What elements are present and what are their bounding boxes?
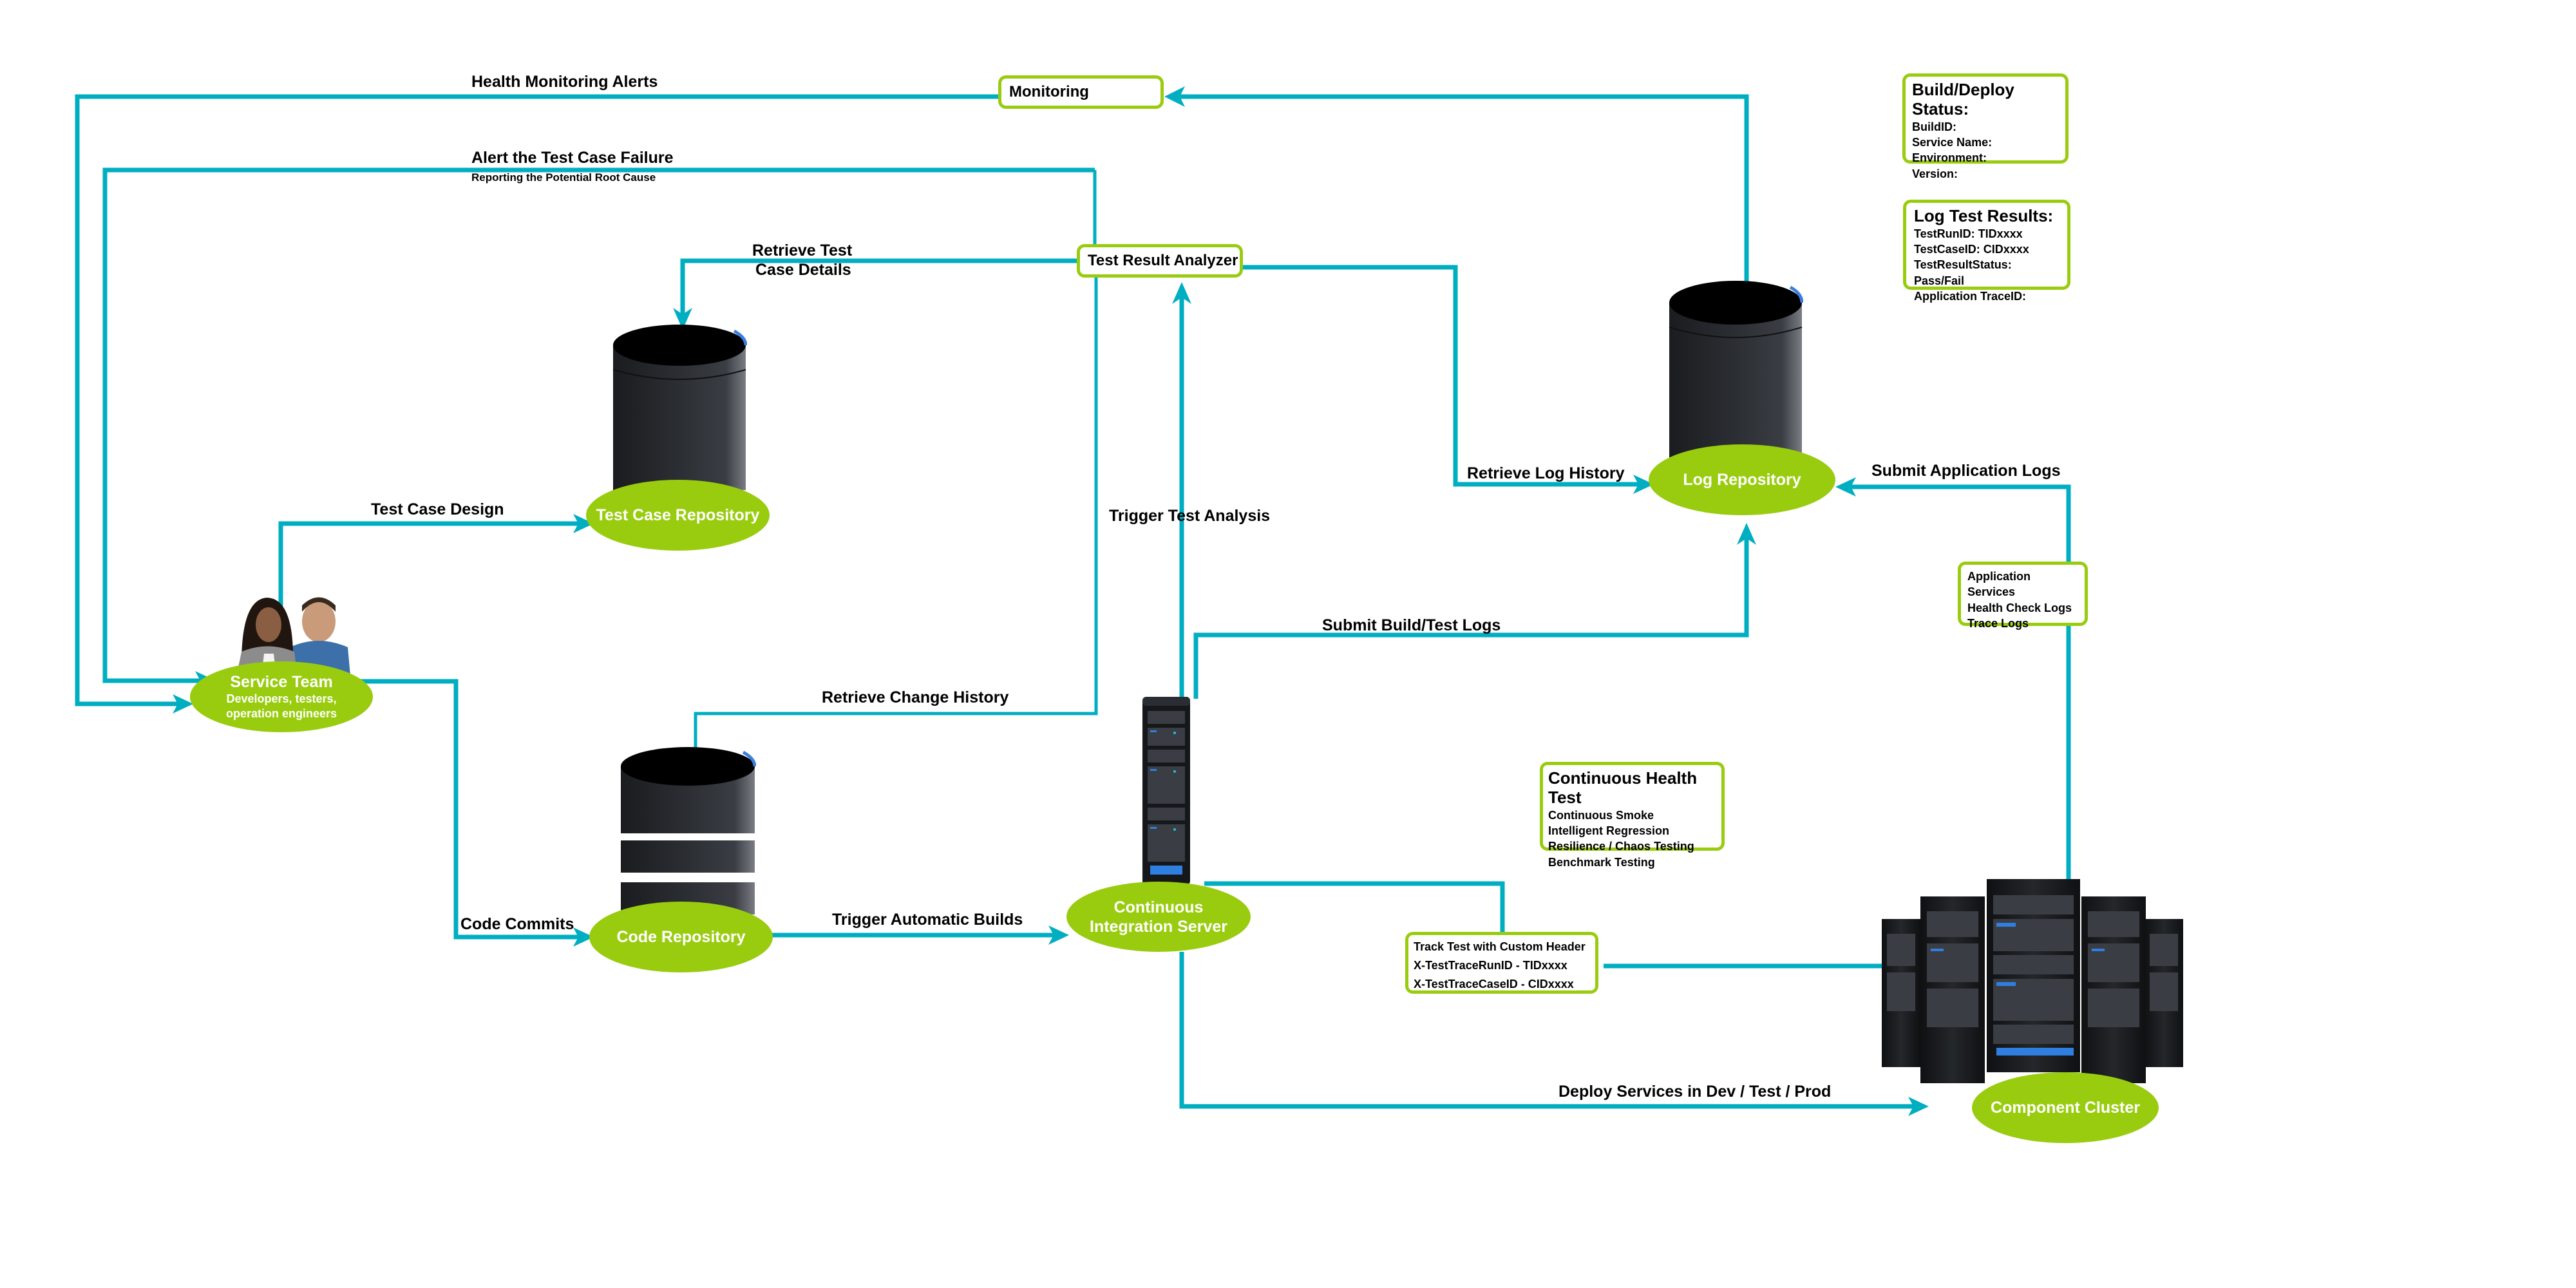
test-result-analyzer-node[interactable]: Test Result Analyzer <box>1077 244 1243 278</box>
arrowhead-monitoring <box>1164 86 1185 107</box>
label-retrieve-test-case-details-1: Retrieve Test <box>752 242 853 260</box>
build-deploy-line: BuildID: <box>1912 120 1956 133</box>
code-repository-title: Code Repository <box>616 928 746 946</box>
arrowhead-code-commits <box>573 927 594 947</box>
log-repository-title: Log Repository <box>1683 471 1801 489</box>
log-test-results-title: Log Test Results: <box>1914 206 2054 225</box>
edge-retrieve-change-history <box>694 277 1098 753</box>
build-deploy-line: Version: <box>1912 167 1958 180</box>
service-team-title: Service Team <box>230 672 333 691</box>
service-team-subtitle-1: Developers, testers, <box>226 692 337 705</box>
track-test-header-line: X-TestTraceCaseID - CIDxxxx <box>1414 977 1574 990</box>
component-cluster-title: Component Cluster <box>1991 1099 2140 1117</box>
arrowhead-health-alerts <box>173 694 193 714</box>
edge-health-monitoring-alerts <box>75 94 998 706</box>
track-test-header-line: X-TestTraceRunID - TIDxxxx <box>1414 958 1567 972</box>
application-logs-panel: Application Services Health Check Logs T… <box>1958 562 2088 630</box>
label-submit-build-test-logs: Submit Build/Test Logs <box>1322 616 1501 634</box>
arrowhead-trigger-analysis <box>1172 282 1191 304</box>
continuous-health-test-line: Benchmark Testing <box>1548 855 1655 869</box>
service-team-subtitle-2: operation engineers <box>225 707 337 720</box>
label-reporting-root-cause: Reporting the Potential Root Cause <box>471 171 656 184</box>
log-test-results-line: TestRunID: TIDxxxx <box>1914 227 2023 240</box>
ci-server-rack-icon <box>1142 697 1190 885</box>
edge-ci-to-track-header <box>1204 881 1505 934</box>
arrowhead-automatic-builds <box>1048 925 1069 945</box>
build-deploy-status-panel: Build/Deploy Status: BuildID: Service Na… <box>1902 73 2069 180</box>
ci-server-title-2: Integration Server <box>1090 917 1227 936</box>
monitoring-node[interactable]: Monitoring <box>998 75 1164 109</box>
log-test-results-line: TestCaseID: CIDxxxx <box>1914 243 2029 256</box>
edge-deploy-services <box>1179 952 1916 1109</box>
edge-submit-application-logs <box>1842 484 2071 898</box>
test-case-repository-cylinder-icon <box>612 325 747 490</box>
build-deploy-line: Environment: <box>1912 151 1987 165</box>
label-deploy-services: Deploy Services in Dev / Test / Prod <box>1558 1083 1832 1101</box>
component-cluster-node[interactable]: Component Cluster <box>1972 1072 2159 1143</box>
label-test-case-design: Test Case Design <box>371 500 504 518</box>
test-result-analyzer-title: Test Result Analyzer <box>1088 252 1238 269</box>
edge-code-commits <box>361 679 583 940</box>
arrowhead-log-history <box>1633 475 1654 494</box>
application-logs-line: Health Check Logs <box>1967 601 2072 614</box>
monitoring-title: Monitoring <box>1009 83 1089 100</box>
continuous-health-test-line: Continuous Smoke <box>1548 808 1654 822</box>
log-repository-node[interactable]: Log Repository <box>1649 444 1835 515</box>
application-logs-line: Trace Logs <box>1967 616 2029 630</box>
label-retrieve-change-history: Retrieve Change History <box>822 688 1009 706</box>
label-trigger-automatic-builds: Trigger Automatic Builds <box>832 911 1023 929</box>
arrowhead-deploy <box>1908 1097 1929 1116</box>
label-alert-test-case-failure: Alert the Test Case Failure <box>471 149 674 167</box>
application-logs-line: Application Services <box>1967 570 2031 599</box>
arrowhead-test-case-design <box>573 514 594 533</box>
label-retrieve-test-case-details-2: Case Details <box>755 261 851 279</box>
track-test-header-panel: Track Test with Custom Header X-TestTrac… <box>1405 932 1598 994</box>
edge-log-to-monitoring <box>1169 94 1749 303</box>
arrowhead-build-test-logs <box>1737 523 1756 545</box>
build-deploy-line: Service Name: <box>1912 136 1993 149</box>
log-test-results-line: Application TraceID: <box>1914 290 2027 303</box>
component-cluster-racks-icon <box>1882 879 2183 1083</box>
track-test-header-line: Track Test with Custom Header <box>1414 940 1586 953</box>
arrowhead-application-logs <box>1835 477 1856 497</box>
continuous-health-test-line: Intelligent Regression <box>1548 824 1670 838</box>
log-repository-cylinder-icon <box>1669 281 1803 460</box>
service-team-node[interactable]: Service Team Developers, testers, operat… <box>190 661 373 732</box>
continuous-health-test-line: Resilience / Chaos Testing <box>1548 840 1694 853</box>
ci-server-node[interactable]: Continuous Integration Server <box>1066 882 1251 952</box>
edge-alert-test-case-failure <box>102 167 1095 683</box>
code-repository-cylinder-icon <box>621 747 756 914</box>
build-deploy-status-title: Build/Deploy Status: <box>1912 80 2014 118</box>
label-retrieve-log-history: Retrieve Log History <box>1467 464 1625 482</box>
edge-submit-build-test-logs <box>1193 528 1749 699</box>
label-submit-application-logs: Submit Application Logs <box>1871 462 2061 480</box>
edge-retrieve-test-case-details <box>680 258 1077 322</box>
arrowhead-retrieve-test-case <box>673 308 692 330</box>
continuous-health-test-title: Continuous Health Test <box>1548 768 1698 807</box>
log-test-results-panel: Log Test Results: TestRunID: TIDxxxx Tes… <box>1903 200 2070 303</box>
code-repository-node[interactable]: Code Repository <box>589 902 773 972</box>
ci-server-title-1: Continuous <box>1113 898 1204 916</box>
test-case-repository-title: Test Case Repository <box>596 506 760 524</box>
test-case-repository-node[interactable]: Test Case Repository <box>586 480 770 551</box>
log-test-results-line: TestResultStatus: Pass/Fail <box>1914 258 2012 287</box>
continuous-health-test-panel: Continuous Health Test Continuous Smoke … <box>1540 762 1725 869</box>
label-code-commits: Code Commits <box>460 915 574 933</box>
edge-retrieve-log-history <box>1243 265 1645 487</box>
label-health-monitoring-alerts: Health Monitoring Alerts <box>471 73 658 91</box>
label-trigger-test-analysis: Trigger Test Analysis <box>1109 507 1271 525</box>
